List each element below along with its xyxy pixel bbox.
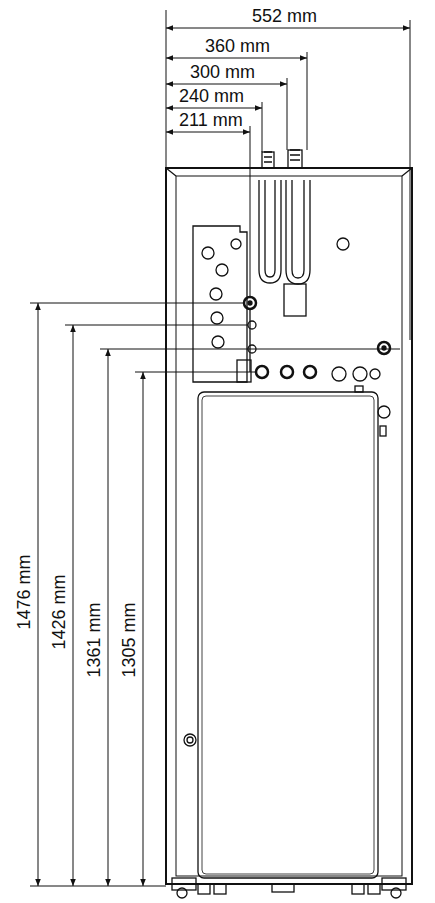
- pipes: [250, 150, 349, 372]
- dimension-lines: [30, 10, 410, 886]
- dimension-label: 1476 mm: [15, 552, 33, 631]
- dimension-label: 1361 mm: [85, 600, 103, 679]
- dimension-label: 300 mm: [188, 63, 257, 81]
- control-box: [193, 226, 256, 382]
- dimension-label: 240 mm: [177, 87, 246, 105]
- feet: [172, 878, 406, 898]
- dimension-label: 211 mm: [177, 111, 245, 129]
- dimension-label: 1305 mm: [120, 600, 138, 679]
- dimension-label: 1426 mm: [50, 572, 68, 651]
- dimension-label: 552 mm: [250, 7, 319, 25]
- cabinet-frame: [176, 176, 402, 876]
- tank-panel: [198, 392, 378, 878]
- cabinet-outline: [166, 168, 412, 884]
- dimension-label: 360 mm: [203, 37, 272, 55]
- connections: [244, 297, 390, 436]
